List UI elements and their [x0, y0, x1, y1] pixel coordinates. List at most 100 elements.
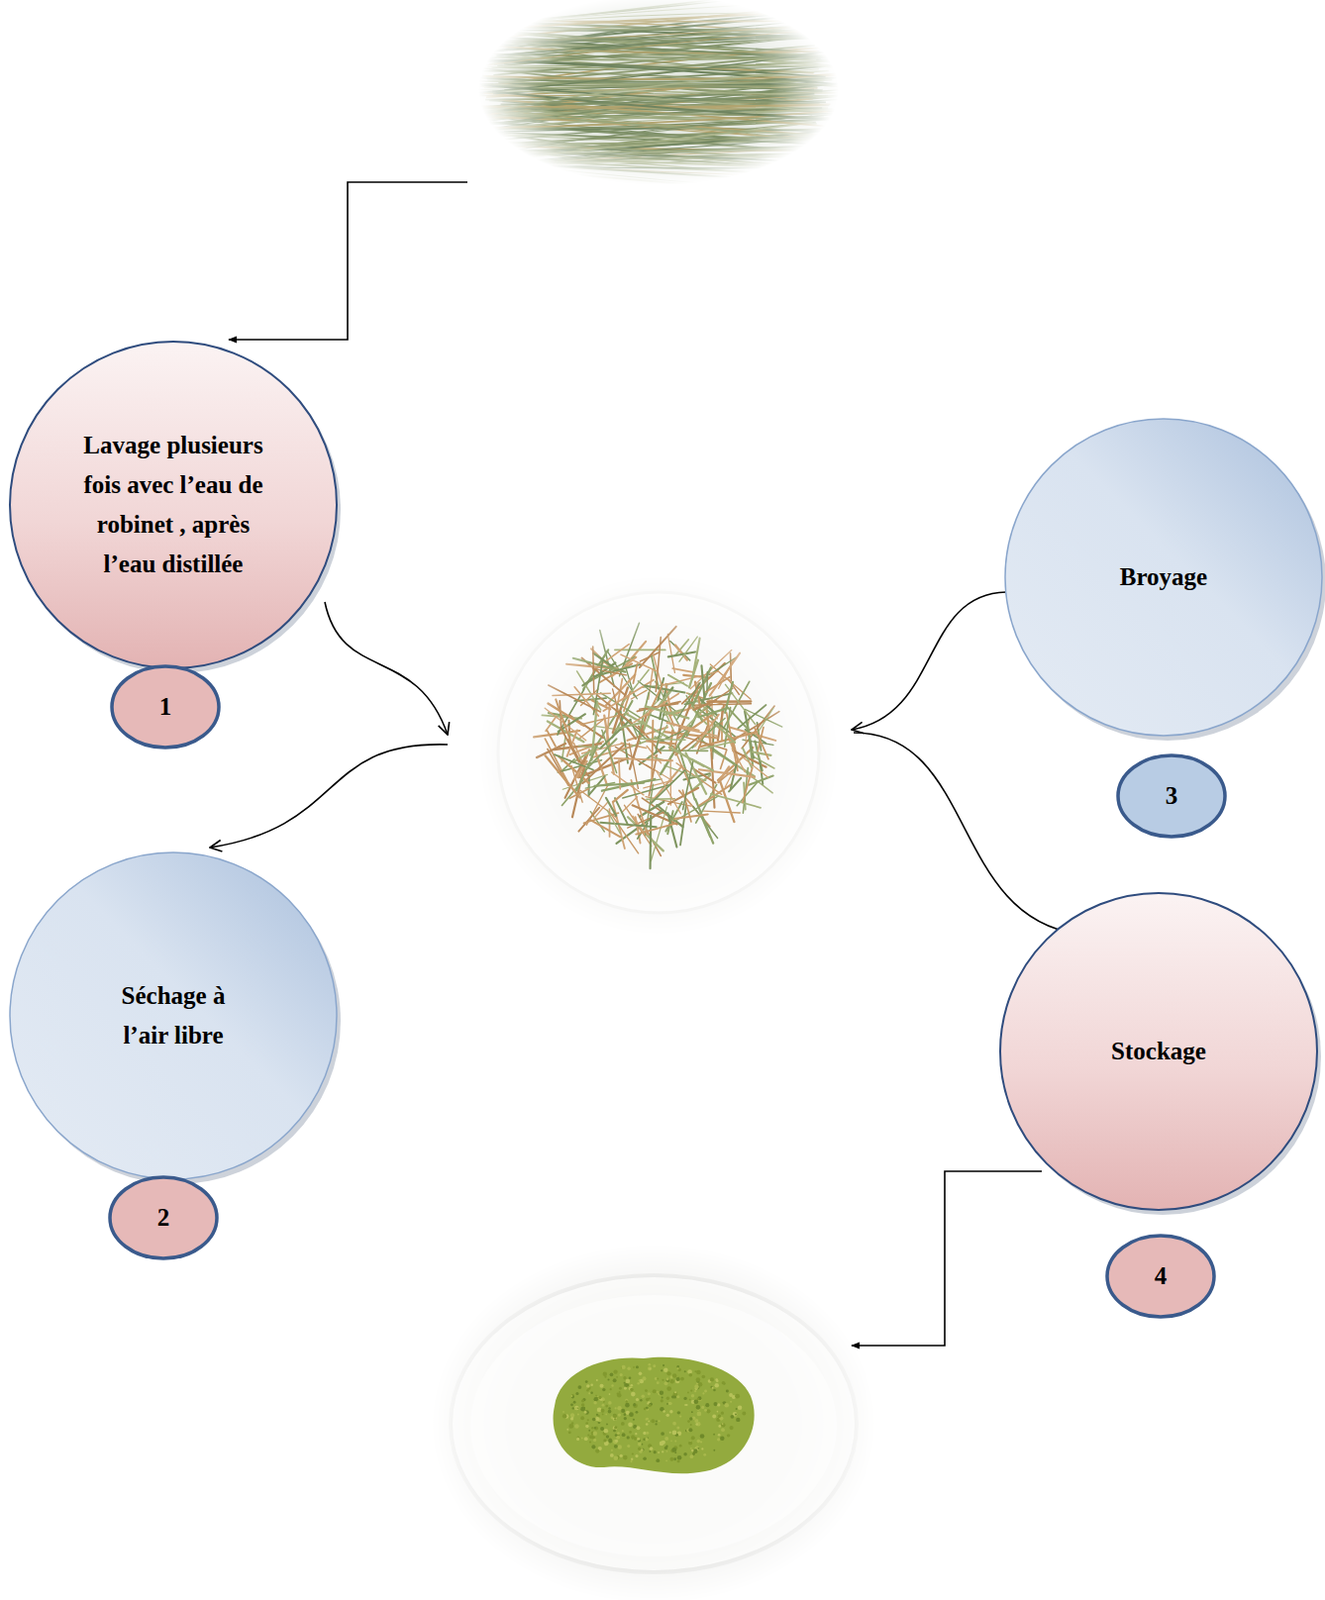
powder-grain — [665, 1459, 668, 1462]
pine-needle — [545, 755, 581, 798]
powder-grain — [741, 1412, 746, 1417]
powder-grain — [691, 1435, 696, 1440]
step-number-label: 2 — [157, 1198, 171, 1238]
powder-grain — [568, 1424, 574, 1429]
powder-grain — [669, 1402, 673, 1406]
grass-blade — [493, 84, 841, 95]
pine-needle — [742, 757, 768, 778]
pine-needle — [606, 798, 616, 816]
powder-grain — [632, 1419, 635, 1422]
powder-grain — [621, 1429, 624, 1432]
powder-grain — [616, 1393, 622, 1399]
powder-grain — [620, 1409, 625, 1414]
powder-grain — [674, 1391, 677, 1394]
flow-arrows — [209, 182, 1078, 1346]
pine-needle — [600, 822, 656, 828]
powder-grain — [679, 1444, 683, 1448]
powder-grain — [595, 1417, 600, 1422]
powder-grain — [670, 1379, 675, 1384]
powder-grain — [620, 1422, 625, 1427]
powder-grain — [589, 1440, 592, 1443]
powder-grain — [581, 1399, 585, 1403]
pine-needle — [668, 675, 688, 687]
powder-grain — [568, 1430, 572, 1434]
grass-blade — [500, 163, 836, 194]
powder-grain — [613, 1407, 616, 1410]
powder-grain — [713, 1449, 715, 1452]
powder-grain — [660, 1399, 664, 1403]
powder-grain — [672, 1373, 677, 1378]
powder-grain — [628, 1376, 632, 1380]
powder-grain — [666, 1386, 672, 1392]
powder-grain — [660, 1431, 665, 1436]
grass-blade — [486, 29, 821, 66]
powder-grain — [591, 1426, 595, 1430]
powder-grain — [598, 1396, 602, 1400]
powder-grain — [666, 1403, 669, 1406]
powder-grain — [610, 1388, 612, 1391]
powder-grain — [618, 1391, 621, 1394]
powder-grain — [710, 1386, 713, 1389]
powder-grain — [649, 1446, 654, 1451]
powder-grain — [622, 1455, 628, 1461]
powder-grain — [661, 1440, 666, 1445]
pine-needle — [699, 769, 755, 778]
powder-grain — [636, 1437, 640, 1441]
powder-grain — [585, 1380, 589, 1384]
powder-grain — [690, 1390, 693, 1393]
powder-grain — [679, 1416, 682, 1419]
powder-grain — [608, 1401, 612, 1406]
pine-needle — [713, 719, 715, 759]
powder-grain — [612, 1414, 617, 1419]
powder-grain — [604, 1428, 610, 1434]
pine-needle — [651, 720, 653, 780]
powder-grain — [655, 1458, 660, 1463]
powder-grain — [621, 1432, 626, 1437]
powder-grain — [624, 1400, 627, 1403]
pine-needle — [742, 767, 753, 803]
powder-grain — [661, 1450, 664, 1453]
powder-grain — [668, 1402, 672, 1406]
powder-grain — [697, 1396, 702, 1401]
powder-grain — [645, 1418, 649, 1422]
powder-grain — [648, 1397, 651, 1400]
step-number-label: 4 — [1154, 1256, 1168, 1297]
pine-needle — [620, 654, 658, 672]
grass-blade — [465, 108, 845, 145]
pine-needle — [667, 722, 700, 731]
powder-grain — [701, 1447, 704, 1450]
pine-needle — [706, 671, 709, 691]
pine-needle — [613, 790, 628, 803]
powder-grain — [632, 1425, 637, 1429]
powder-grain — [648, 1402, 652, 1406]
powder-grain — [717, 1415, 721, 1419]
powder-grain — [703, 1453, 707, 1457]
powder-grain — [644, 1389, 648, 1393]
powder-grain — [562, 1411, 565, 1414]
grass-blade — [475, 163, 843, 169]
powder-grain — [653, 1450, 657, 1454]
powder-grain — [573, 1401, 577, 1405]
powder-grain — [613, 1418, 616, 1421]
grass-blade — [501, 94, 816, 105]
powder-grain — [616, 1435, 621, 1440]
powder-grain — [701, 1406, 705, 1410]
powder-grain — [655, 1421, 658, 1424]
powder-grain — [720, 1412, 724, 1416]
powder-grain — [587, 1419, 590, 1422]
pine-needle — [752, 751, 771, 755]
powder-grain — [719, 1435, 725, 1441]
powder-grain — [630, 1458, 633, 1461]
pine-needle — [546, 730, 556, 747]
powder-grain — [670, 1439, 673, 1442]
powder-grain — [623, 1383, 628, 1388]
powder-grain — [693, 1448, 699, 1454]
powder-grain — [660, 1369, 663, 1372]
powder-grain — [570, 1417, 574, 1421]
pine-needle — [695, 799, 714, 844]
pine-needle — [731, 748, 745, 772]
powder-grain — [695, 1445, 699, 1449]
pine-needle — [594, 783, 644, 787]
grass-blade — [483, 110, 834, 136]
pine-needle — [681, 727, 717, 736]
